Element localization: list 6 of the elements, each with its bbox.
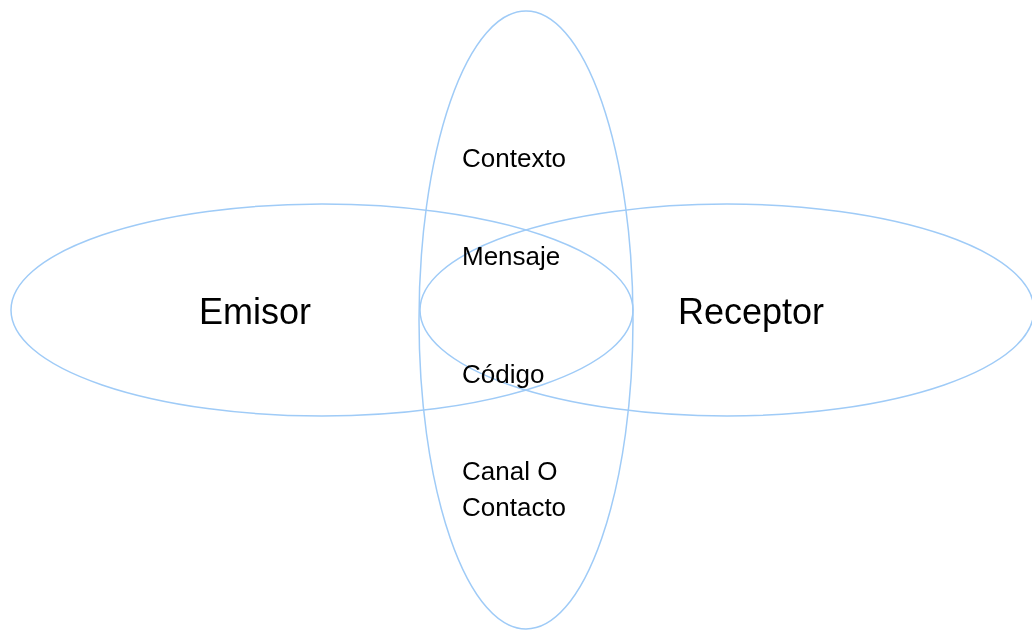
overlap-label: Mensaje — [462, 240, 561, 273]
ellipse-label: Contexto — [462, 142, 568, 175]
ellipse-label: Emisor — [199, 290, 312, 334]
overlap-label: Código — [462, 358, 545, 391]
ellipse-label: Receptor — [678, 290, 826, 334]
ellipse-label: Canal O Contacto — [462, 455, 568, 525]
